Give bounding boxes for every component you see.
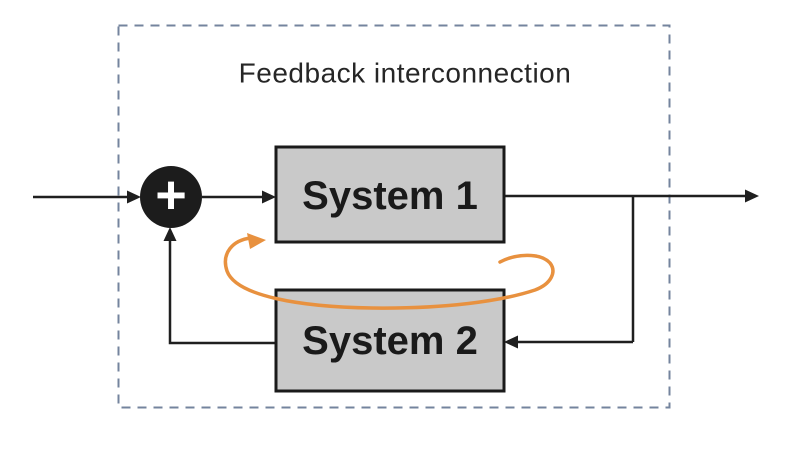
input-arrowhead-icon bbox=[127, 190, 141, 204]
system2-input-arrowhead-icon bbox=[504, 335, 518, 349]
output-arrowhead-icon bbox=[745, 189, 759, 203]
system2-label: System 2 bbox=[302, 319, 478, 363]
summing-junction bbox=[140, 166, 202, 228]
sum-input-arrowhead-icon bbox=[163, 227, 177, 241]
loop-annotation-arrowhead-icon bbox=[247, 233, 266, 249]
sum-to-system1-arrowhead-icon bbox=[262, 190, 276, 204]
loop-annotation-stroke bbox=[223, 236, 555, 310]
feedback-return-line bbox=[168, 239, 276, 345]
summing-junction-plus-symbol: + bbox=[155, 165, 187, 225]
feedback-boundary-box bbox=[117, 24, 671, 409]
system1-label: System 1 bbox=[302, 174, 478, 218]
system1-block bbox=[274, 145, 506, 244]
diagram-title: Feedback interconnection bbox=[239, 58, 572, 89]
